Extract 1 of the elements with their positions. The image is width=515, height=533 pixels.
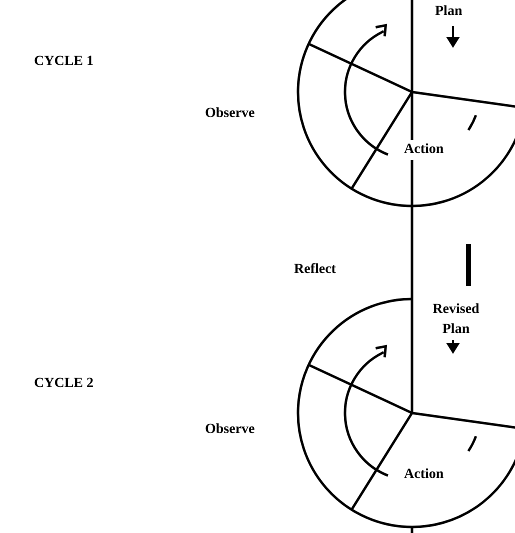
stage-label: Action — [402, 140, 446, 160]
